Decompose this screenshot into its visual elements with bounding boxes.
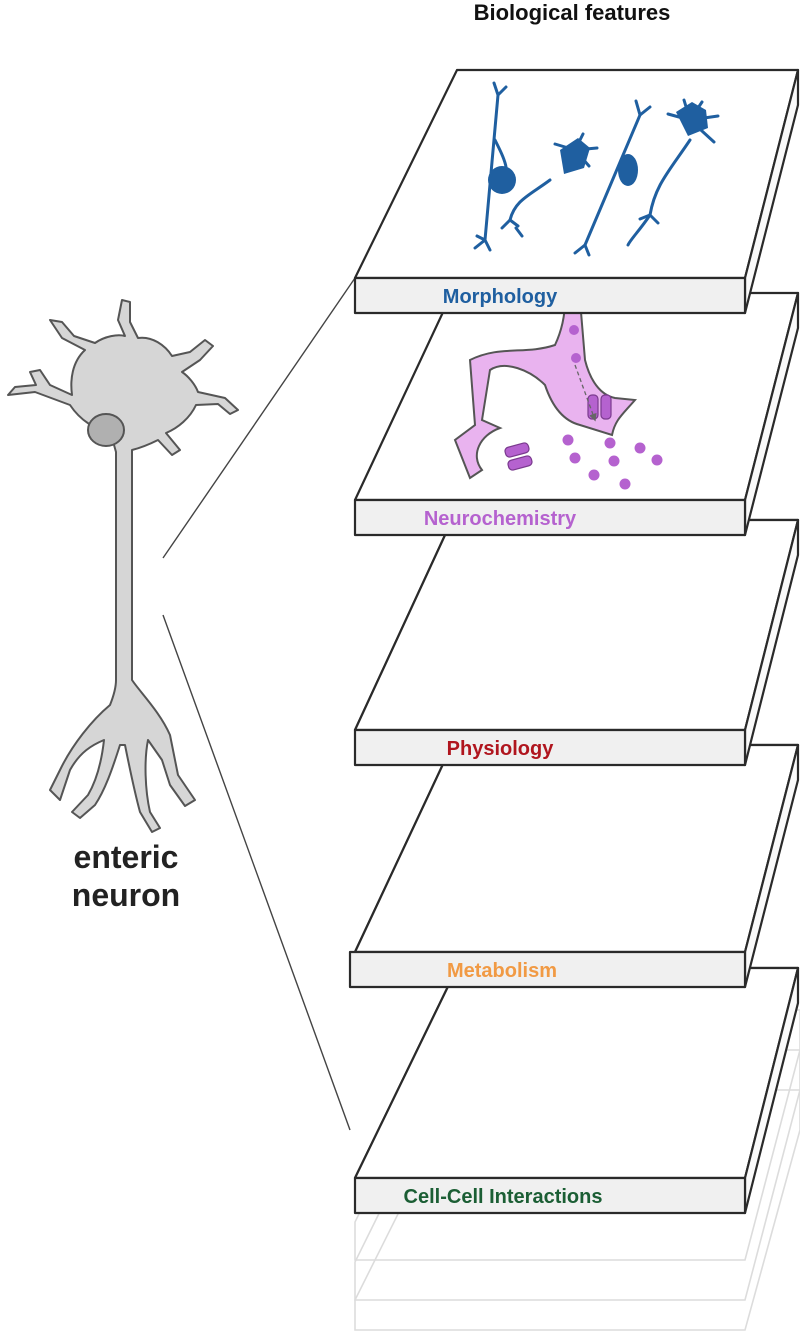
layer-label-neurochemistry: Neurochemistry xyxy=(424,508,577,530)
connector-line-upper xyxy=(163,278,355,558)
layer-cell-cell-interactions: Cell-Cell Interactions xyxy=(355,968,798,1213)
layer-metabolism: Metabolism xyxy=(350,745,798,987)
layer-morphology: Morphology xyxy=(355,70,798,313)
layer-label-cell-cell-interactions: Cell-Cell Interactions xyxy=(404,1186,603,1208)
neuron-nucleus xyxy=(88,414,124,446)
connector-line-lower xyxy=(163,615,350,1130)
layer-label-morphology: Morphology xyxy=(443,286,558,308)
neuron-label-line1: enteric xyxy=(74,839,179,875)
neuron-label-line2: neuron xyxy=(72,877,180,913)
layer-neurochemistry: Neurochemistry xyxy=(355,293,798,535)
layer-label-physiology: Physiology xyxy=(447,738,555,760)
layer-label-metabolism: Metabolism xyxy=(447,960,557,982)
layer-physiology: Physiology xyxy=(355,520,798,765)
enteric-neuron-illustration xyxy=(8,300,238,832)
diagram-title: Biological features xyxy=(474,0,671,25)
